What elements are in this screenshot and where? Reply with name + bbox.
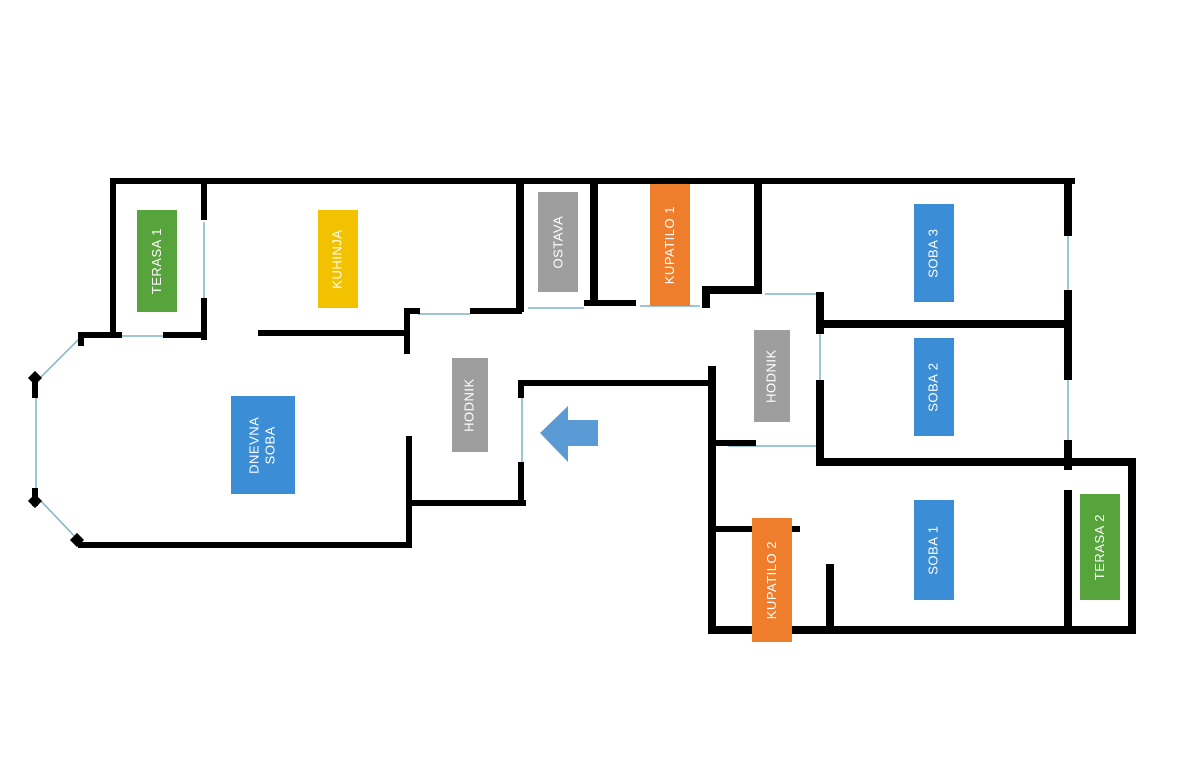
room-kupatilo-2: KUPATILO 2 (752, 518, 792, 642)
room-label: TERASA 1 (148, 227, 164, 295)
room-label: KUPATILO 2 (763, 540, 779, 620)
room-soba-2: SOBA 2 (914, 338, 954, 436)
room-dnevna-soba: DNEVNA SOBA (231, 396, 295, 494)
room-label: SOBA 3 (925, 228, 941, 278)
entrance-arrow-icon (540, 406, 598, 462)
room-terasa-1: TERASA 1 (137, 210, 177, 312)
room-label: SOBA 2 (925, 362, 941, 412)
room-soba-3: SOBA 3 (914, 204, 954, 302)
room-label: KUPATILO 1 (661, 205, 677, 285)
room-label: OSTAVA (549, 215, 565, 269)
room-label: KUHINJA (329, 229, 345, 289)
room-kuhinja: KUHINJA (318, 210, 358, 308)
room-soba-1: SOBA 1 (914, 500, 954, 600)
room-label: SOBA 1 (925, 525, 941, 575)
room-terasa-2: TERASA 2 (1080, 494, 1120, 600)
room-hodnik-left: HODNIK (452, 358, 488, 452)
room-kupatilo-1: KUPATILO 1 (650, 184, 690, 306)
room-label: HODNIK (763, 349, 779, 403)
room-label: HODNIK (461, 378, 477, 432)
room-hodnik-right: HODNIK (754, 330, 790, 422)
walls (27, 178, 1136, 634)
room-label: DNEVNA SOBA (246, 416, 278, 474)
room-ostava: OSTAVA (538, 192, 578, 292)
room-label: TERASA 2 (1091, 513, 1107, 581)
